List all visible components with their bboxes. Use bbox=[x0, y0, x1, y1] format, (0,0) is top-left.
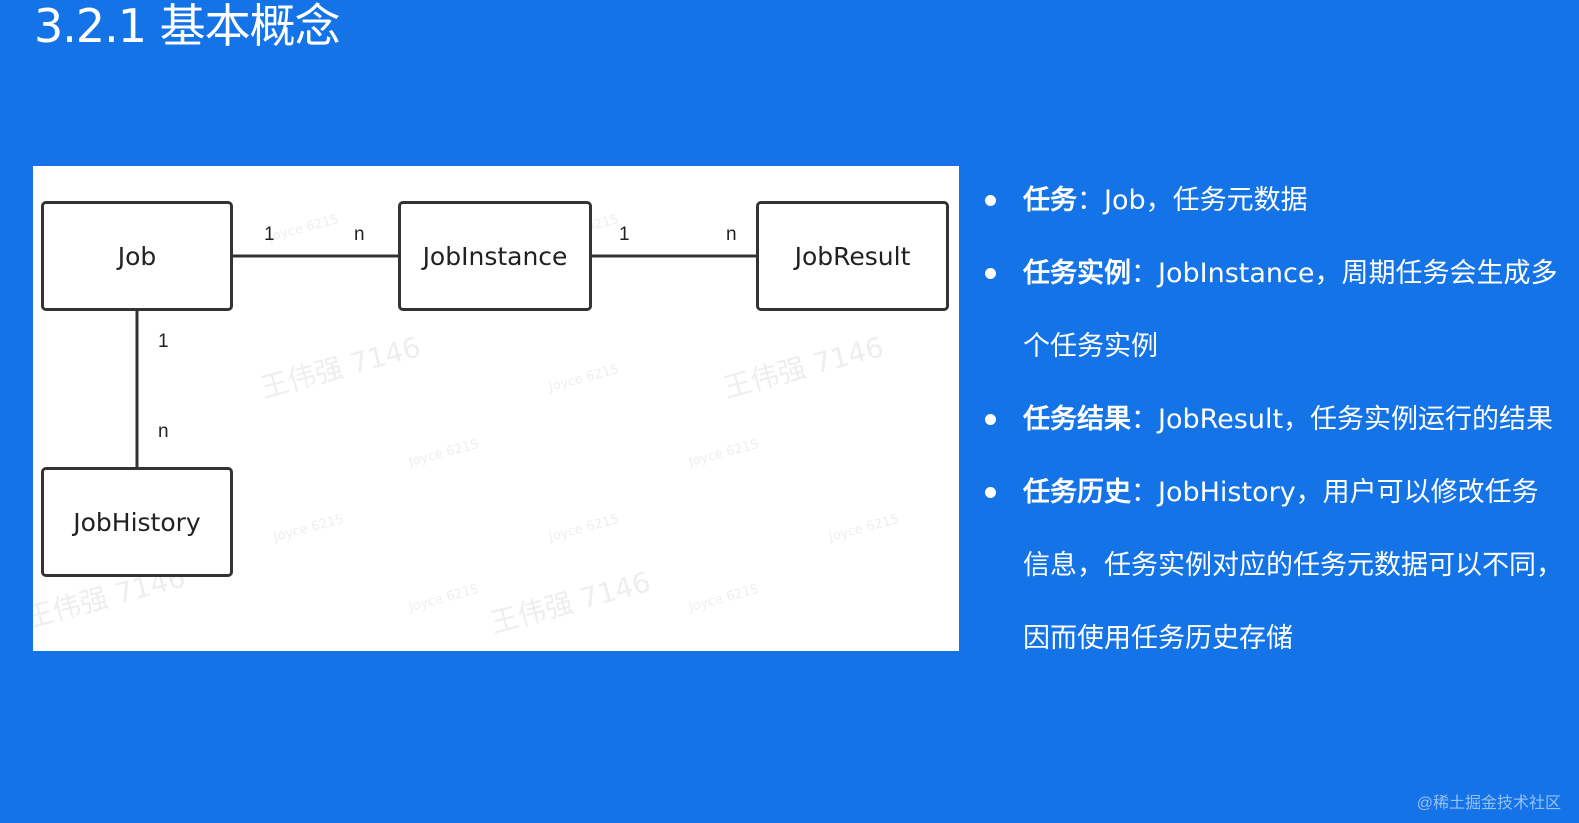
list-item: 任务结果：JobResult，任务实例运行的结果 bbox=[985, 383, 1565, 456]
multiplicity-job-to-history-one: 1 bbox=[158, 331, 169, 352]
bullet-dot-icon bbox=[985, 195, 996, 206]
list-item: 任务实例：JobInstance，周期任务会生成多个任务实例 bbox=[985, 237, 1565, 383]
source-credit: @稀土掘金技术社区 bbox=[1416, 795, 1561, 812]
bullet-dot-icon bbox=[985, 268, 996, 279]
concept-term: 任务 bbox=[1023, 185, 1077, 216]
concept-description: Job，任务元数据 bbox=[1104, 185, 1308, 216]
bullet-dot-icon bbox=[985, 414, 996, 425]
concept-description: JobResult，任务实例运行的结果 bbox=[1158, 404, 1554, 435]
entity-job-instance: JobInstance bbox=[398, 201, 592, 311]
concept-separator: ： bbox=[1077, 185, 1104, 216]
entity-job-result: JobResult bbox=[756, 201, 949, 311]
concept-term: 任务实例 bbox=[1023, 258, 1131, 289]
concept-separator: ： bbox=[1131, 404, 1158, 435]
connector-lines bbox=[135, 254, 757, 467]
multiplicity-job-to-history-many: n bbox=[158, 421, 169, 442]
concept-description: JobInstance，周期任务会生成多个任务实例 bbox=[1023, 258, 1558, 362]
multiplicity-job-to-instance-one: 1 bbox=[264, 224, 275, 245]
bullet-dot-icon bbox=[985, 487, 996, 498]
concept-term: 任务历史 bbox=[1023, 477, 1131, 508]
list-item: 任务历史：JobHistory，用户可以修改任务信息，任务实例对应的任务元数据可… bbox=[985, 456, 1565, 675]
multiplicity-instance-to-result-one: 1 bbox=[619, 224, 630, 245]
concept-term: 任务结果 bbox=[1023, 404, 1131, 435]
concept-list: 任务：Job，任务元数据 任务实例：JobInstance，周期任务会生成多个任… bbox=[985, 164, 1565, 675]
multiplicity-instance-to-result-many: n bbox=[726, 224, 737, 245]
multiplicity-job-to-instance-many: n bbox=[354, 224, 365, 245]
list-item: 任务：Job，任务元数据 bbox=[985, 164, 1565, 237]
entity-job-history: JobHistory bbox=[41, 467, 233, 577]
concept-description: JobHistory，用户可以修改任务信息，任务实例对应的任务元数据可以不同，因… bbox=[1023, 477, 1563, 654]
concept-separator: ： bbox=[1131, 477, 1158, 508]
entity-job: Job bbox=[41, 201, 233, 311]
er-diagram: 王伟强 7146 王伟强 7146 王伟强 7146 王伟强 7146 Joyc… bbox=[33, 166, 959, 651]
slide-title: 3.2.1 基本概念 bbox=[34, 0, 341, 53]
concept-separator: ： bbox=[1131, 258, 1158, 289]
